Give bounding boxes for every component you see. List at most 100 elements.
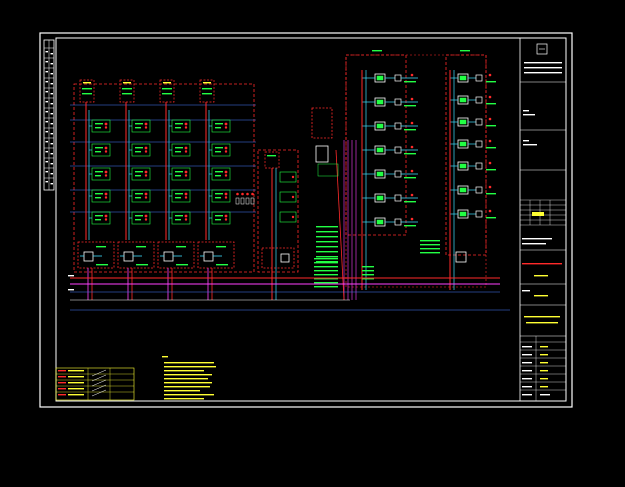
meter-dot	[184, 146, 188, 150]
panel-header-label	[122, 88, 132, 90]
meter-dot	[291, 215, 295, 219]
panel-header-label	[162, 88, 172, 90]
meter-dot	[291, 175, 295, 179]
meter-dot	[488, 117, 492, 121]
panel-label	[404, 177, 416, 179]
aux-breaker	[315, 145, 329, 163]
drawing-title-mark	[524, 316, 560, 318]
panel-label	[486, 103, 496, 105]
company-name-mark	[524, 72, 562, 74]
tb-field-value	[522, 243, 546, 245]
meter-dot	[104, 122, 108, 126]
notes-block	[162, 356, 216, 400]
meter-dot	[488, 185, 492, 189]
strip-mark	[45, 91, 48, 93]
meter-dot	[410, 145, 414, 149]
note-line	[164, 394, 214, 396]
panel-indicator	[376, 219, 384, 225]
meter-dot	[224, 150, 228, 153]
tb-field-label	[522, 378, 532, 380]
meter-dot	[224, 170, 228, 174]
spec-text	[316, 251, 338, 253]
panel-label	[486, 217, 496, 219]
tb-field-label	[522, 354, 532, 356]
legend-sample	[91, 379, 107, 387]
floor-box-label	[175, 193, 183, 195]
meter-dot	[410, 73, 414, 77]
legend-symbol	[58, 370, 66, 372]
floor-box-label	[95, 219, 101, 221]
floor-box-label	[95, 147, 103, 149]
spec-text	[362, 274, 374, 276]
spec-text	[314, 262, 338, 264]
meter-dot	[144, 192, 148, 196]
company-name-mark	[524, 67, 562, 69]
panel-indicator	[459, 119, 467, 125]
panel-header-label	[202, 88, 212, 90]
legend-symbol	[58, 394, 66, 396]
meter-dot	[224, 174, 228, 177]
panel-indicator	[459, 187, 467, 193]
floor-box-label	[215, 151, 221, 153]
spec-text	[316, 241, 338, 243]
panel-label	[486, 169, 496, 171]
meter-dot	[224, 126, 228, 129]
spec-text	[362, 270, 374, 272]
strip-mark	[50, 63, 53, 65]
note-line	[164, 378, 208, 380]
meter-dot	[184, 196, 188, 199]
panel-header-box	[159, 79, 175, 103]
meter-dot	[104, 192, 108, 196]
meter-dot	[144, 126, 148, 129]
switch-symbol	[475, 140, 483, 148]
spec-text	[314, 270, 338, 272]
panel-indicator	[376, 75, 384, 81]
switch-symbol	[475, 210, 483, 218]
meter-dot	[144, 170, 148, 174]
meter-dot	[410, 169, 414, 173]
meter-cabinet	[117, 241, 155, 269]
floor-box-label	[135, 151, 141, 153]
drawing-title-mark	[526, 322, 558, 324]
spec-text	[420, 240, 440, 242]
panel-header-box	[119, 79, 135, 103]
floor-box-label	[215, 219, 221, 221]
panel-label	[486, 125, 496, 127]
floor-box-label	[215, 171, 223, 173]
title-block	[519, 37, 567, 402]
switch-symbol	[245, 197, 250, 205]
switch-symbol	[475, 162, 483, 170]
switch-dot	[246, 192, 249, 196]
switch-dot	[236, 192, 239, 196]
riser-boundary	[73, 83, 255, 273]
meter-dot	[224, 192, 228, 196]
floor-box-label	[175, 175, 181, 177]
floor-box-label	[95, 215, 103, 217]
tb-field-value	[540, 362, 548, 364]
floor-box-label	[175, 219, 181, 221]
spec-text	[316, 246, 338, 248]
strip-mark	[45, 61, 48, 63]
bus-label	[68, 289, 74, 291]
mid-floor-box	[279, 191, 297, 203]
panel-header-box	[79, 79, 95, 103]
strip-mark	[45, 141, 48, 143]
strip-mark	[50, 53, 53, 55]
panel-header-box	[199, 79, 215, 103]
note-line	[164, 398, 204, 400]
mid-floor-box	[279, 171, 297, 183]
tb-field-label	[522, 290, 530, 292]
floor-box-label	[95, 197, 101, 199]
spec-text	[420, 252, 440, 254]
spec-text	[316, 261, 338, 263]
note-line	[164, 382, 212, 384]
panel-header-label	[202, 93, 212, 95]
tb-field-value	[534, 295, 548, 297]
panel-label	[486, 193, 496, 195]
title-block-frame	[519, 37, 567, 402]
floor-box-label	[135, 215, 143, 217]
spec-text	[316, 236, 338, 238]
note-line	[164, 390, 200, 392]
strip-mark	[50, 113, 53, 115]
